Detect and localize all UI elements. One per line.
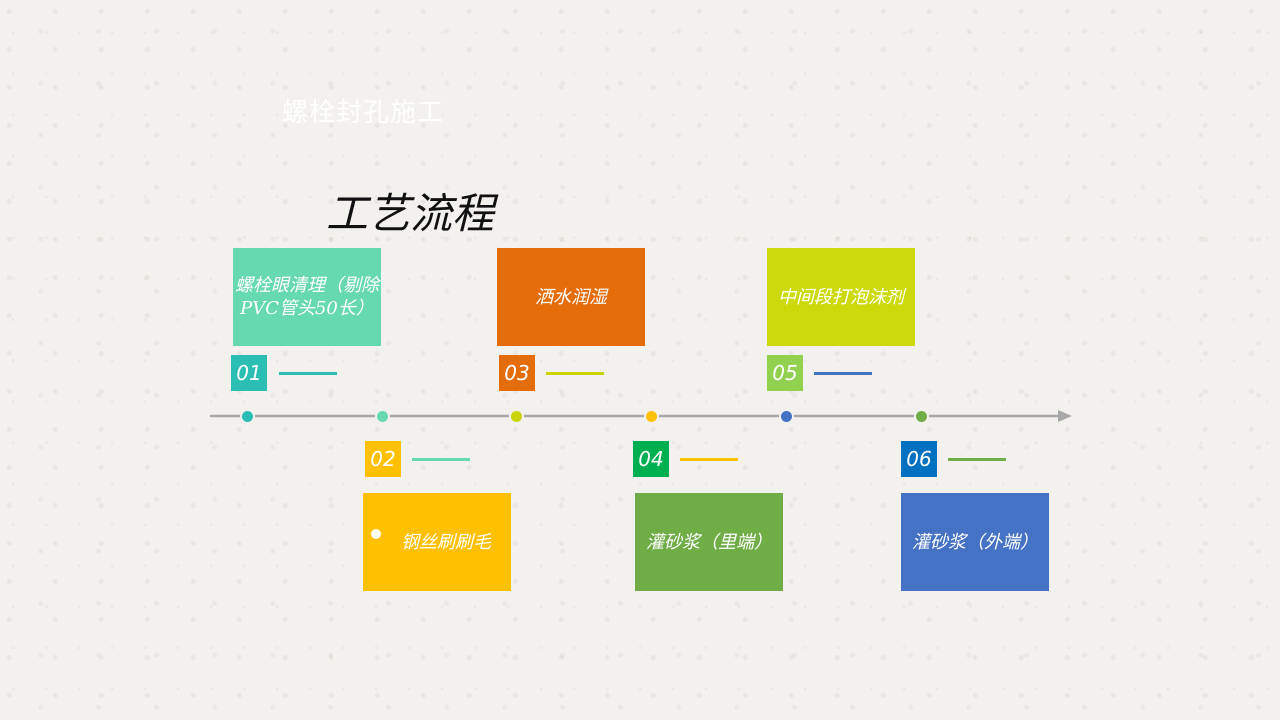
timeline-dot-04: [646, 411, 657, 422]
step-badge-04: 04: [633, 441, 669, 477]
step-label-04: 灌砂浆（里端）: [646, 531, 772, 553]
step-label-03: 洒水润湿: [535, 286, 607, 308]
timeline-dot-01: [242, 411, 253, 422]
step-box-06: 灌砂浆（外端）: [901, 493, 1049, 591]
step-label-06: 灌砂浆（外端）: [912, 531, 1038, 553]
step-label-02: 钢丝刷刷毛: [401, 531, 491, 553]
step-box-02: 钢丝刷刷毛: [363, 493, 511, 591]
step-dash-06: [948, 458, 1006, 461]
step-badge-05: 05: [767, 355, 803, 391]
timeline-dot-06: [916, 411, 927, 422]
step-dash-04: [680, 458, 738, 461]
header-faint-title: 螺栓封孔施工: [282, 98, 445, 128]
step-badge-01: 01: [231, 355, 267, 391]
page-title: 工艺流程: [326, 189, 495, 238]
step-badge-03: 03: [499, 355, 535, 391]
step-dash-02: [412, 458, 470, 461]
step-label-01: 螺栓眼清理（剔除PVC管头50长）: [235, 275, 379, 319]
timeline-arrowhead: [1058, 410, 1072, 422]
step-box-03: 洒水润湿: [497, 248, 645, 346]
timeline-dot-05: [781, 411, 792, 422]
step-label-05: 中间段打泡沫剂: [778, 286, 904, 308]
step-badge-06: 06: [901, 441, 937, 477]
timeline-dot-03: [511, 411, 522, 422]
step-box-05: 中间段打泡沫剂: [767, 248, 915, 346]
step-dash-03: [546, 372, 604, 375]
step-dash-01: [279, 372, 337, 375]
step-badge-02: 02: [365, 441, 401, 477]
step-box-01: 螺栓眼清理（剔除PVC管头50长）: [233, 248, 381, 346]
timeline-dot-02: [377, 411, 388, 422]
step-box-04: 灌砂浆（里端）: [635, 493, 783, 591]
step-dash-05: [814, 372, 872, 375]
bullet-icon: [371, 529, 381, 539]
